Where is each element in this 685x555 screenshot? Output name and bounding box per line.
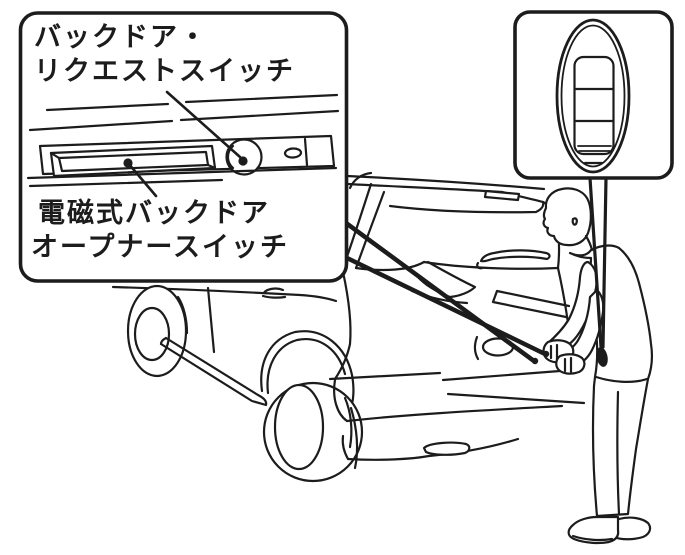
electromagnetic-opener-switch-label-line2: オープナースイッチ [31,232,290,262]
key-fob-location-marker [596,347,608,367]
front-wheel [126,284,189,378]
rear-bumper [328,369,586,461]
back-door-handle-panel-illustration [26,90,340,198]
key-fob-leader [588,176,608,367]
switch-callout-box [18,11,349,283]
shoes [567,515,652,545]
rear-wiper [479,249,551,263]
person-head [542,187,592,247]
key-fob-callout-box [513,10,674,180]
person-illustration [542,187,654,545]
intelligent-key-fob-illustration [555,18,631,174]
hands-on-handle [542,339,586,375]
callout-leader-lines [343,220,550,365]
back-door-request-switch-label-line2: リクエストスイッチ [34,56,295,86]
rear-wheel [262,381,364,483]
electromagnetic-opener-switch-label-line1: 電磁式バックドア [38,198,270,228]
suv-rear-illustration [111,171,586,483]
high-mount-stop-lamp [483,189,521,202]
back-door-request-switch-label-line1: バックドア・ [34,22,208,52]
exhaust-cutout [422,441,471,456]
